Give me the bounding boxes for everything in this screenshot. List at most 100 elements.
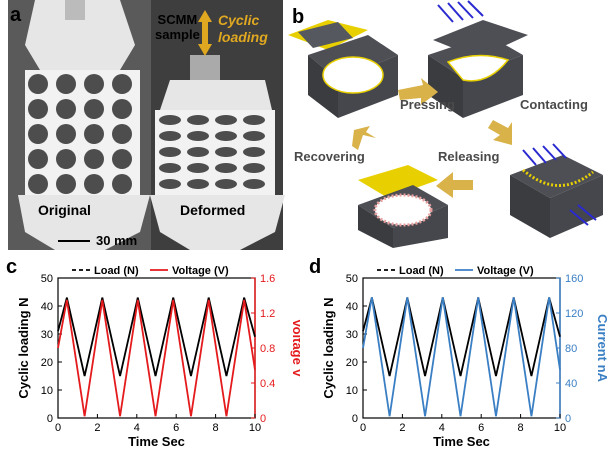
- x-tick-label: 4: [439, 422, 445, 434]
- sample-label-line2: sample: [155, 27, 200, 42]
- x-tick-label: 8: [518, 422, 524, 434]
- lattice-hole: [112, 174, 132, 194]
- series-line-right: [362, 297, 561, 417]
- lattice-hole: [159, 147, 181, 157]
- lattice-hole: [28, 99, 48, 119]
- panel-b-schematic: [288, 0, 603, 248]
- scale-label: 30 mm: [96, 233, 138, 248]
- lattice-original: [25, 70, 140, 195]
- x-tick-label: 10: [249, 422, 261, 434]
- step-contacting: Contacting: [520, 97, 588, 112]
- y-tick-label: 30: [346, 329, 358, 341]
- lattice-hole: [28, 149, 48, 169]
- cyclic-loading-line2: loading: [218, 29, 268, 45]
- step-arrows-icon: [352, 78, 512, 198]
- y-tick-label: 50: [41, 273, 53, 285]
- step-recovering: Recovering: [294, 149, 365, 164]
- cyclic-loading-label: Cyclic loading: [218, 12, 268, 46]
- panel-b: b Pressing Contacting Releasing Recoveri…: [288, 0, 609, 250]
- lattice-hole: [28, 174, 48, 194]
- lattice-hole: [243, 163, 265, 173]
- panel-letter-c: c: [6, 256, 18, 278]
- lattice-hole: [159, 115, 181, 125]
- bottom-grip-original: [18, 195, 150, 250]
- legend-label: Voltage (V): [172, 265, 229, 277]
- legend-label: Voltage (V): [477, 265, 534, 277]
- y-tick-label: 20: [346, 357, 358, 369]
- y-tick-label: 40: [41, 301, 53, 313]
- y2-tick-label: 0.8: [260, 343, 275, 355]
- sample-label: SCMM sample: [155, 12, 200, 42]
- lattice-hole: [84, 174, 104, 194]
- x-tick-label: 8: [213, 422, 219, 434]
- x-tick-label: 6: [173, 422, 179, 434]
- lattice-hole: [187, 179, 209, 189]
- y2-tick-label: 0.4: [260, 378, 275, 390]
- lattice-hole: [159, 179, 181, 189]
- lattice-hole: [159, 163, 181, 173]
- y2-axis-label: Current nA: [595, 314, 609, 383]
- series-line-left: [57, 297, 256, 377]
- x-tick-label: 10: [554, 422, 566, 434]
- lattice-hole: [112, 99, 132, 119]
- y2-tick-label: 1.6: [260, 273, 275, 285]
- y2-tick-label: 0: [565, 413, 571, 425]
- lattice-hole: [84, 149, 104, 169]
- lattice-hole: [112, 124, 132, 144]
- deformed-label: Deformed: [180, 202, 246, 218]
- series-line-left: [362, 297, 561, 377]
- lattice-hole: [84, 99, 104, 119]
- lattice-hole: [56, 74, 76, 94]
- panel-a-photos: [8, 0, 285, 250]
- block-initial: [288, 20, 398, 118]
- series-line-right: [57, 299, 256, 417]
- lattice-hole: [187, 131, 209, 141]
- x-axis-label: Time Sec: [433, 434, 490, 449]
- y-tick-label: 50: [346, 273, 358, 285]
- lattice-hole: [187, 147, 209, 157]
- lattice-hole: [56, 99, 76, 119]
- block-pressing: [428, 20, 528, 118]
- step-pressing: Pressing: [400, 97, 455, 112]
- y-tick-label: 10: [346, 385, 358, 397]
- lattice-hole: [215, 131, 237, 141]
- y-axis-label: Cyclic loading N: [16, 297, 31, 398]
- y2-tick-label: 0: [260, 413, 266, 425]
- top-grip-original: [25, 0, 135, 70]
- y-tick-label: 40: [346, 301, 358, 313]
- cyclic-loading-arrow-icon: [198, 10, 212, 56]
- cyclic-loading-line1: Cyclic: [218, 12, 260, 28]
- force-arrows-icon: [437, 0, 597, 226]
- lattice-hole: [187, 163, 209, 173]
- y-tick-label: 30: [41, 329, 53, 341]
- lattice-hole: [243, 131, 265, 141]
- y-tick-label: 0: [352, 413, 358, 425]
- x-tick-label: 6: [478, 422, 484, 434]
- lattice-hole: [159, 131, 181, 141]
- lattice-hole: [112, 74, 132, 94]
- lattice-hole: [56, 124, 76, 144]
- panel-letter-d: d: [309, 256, 322, 278]
- lattice-hole: [243, 115, 265, 125]
- y-tick-label: 20: [41, 357, 53, 369]
- lattice-hole: [215, 179, 237, 189]
- x-tick-label: 4: [134, 422, 140, 434]
- panel-letter-b: b: [292, 6, 305, 28]
- y2-tick-label: 80: [565, 343, 577, 355]
- lattice-deformed: [155, 110, 275, 195]
- lattice-hole: [84, 124, 104, 144]
- lattice-hole: [56, 174, 76, 194]
- lattice-hole: [187, 115, 209, 125]
- panel-letter-a: a: [10, 4, 22, 26]
- y2-tick-label: 1.2: [260, 308, 275, 320]
- x-tick-label: 2: [399, 422, 405, 434]
- y-tick-label: 10: [41, 385, 53, 397]
- x-tick-label: 2: [94, 422, 100, 434]
- y2-tick-label: 160: [565, 273, 583, 285]
- sample-label-line1: SCMM: [157, 12, 198, 27]
- lattice-hole: [243, 179, 265, 189]
